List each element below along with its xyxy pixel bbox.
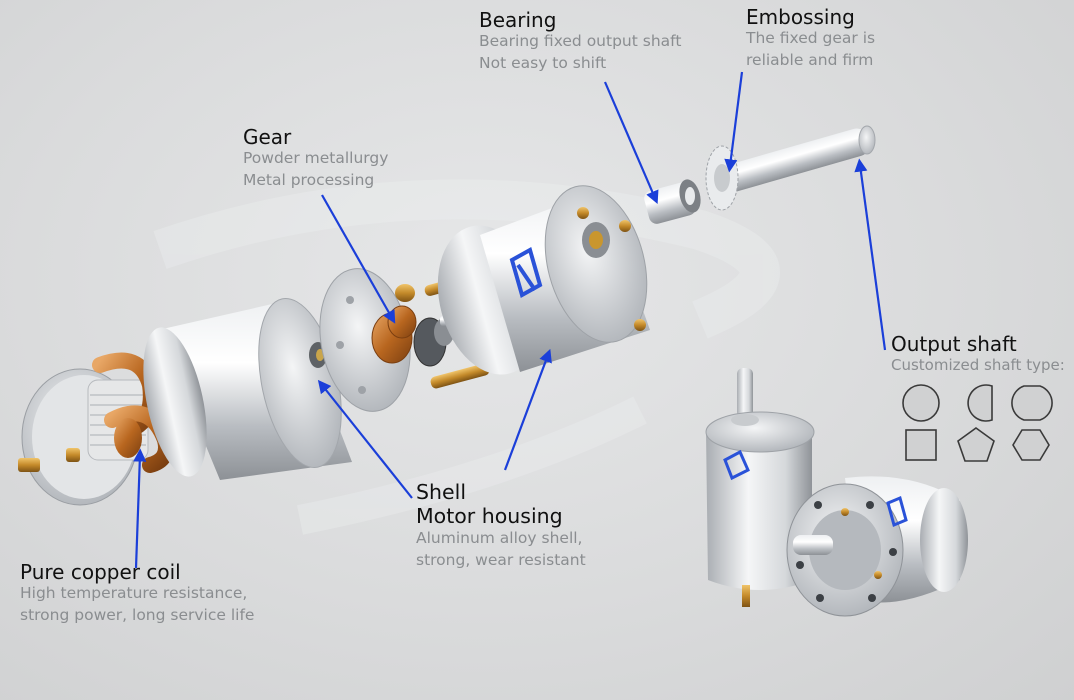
bearing-callout: Bearing Bearing fixed output shaft Not e… xyxy=(479,9,681,74)
embossing-desc-line-1: The fixed gear is xyxy=(746,29,876,47)
coil-desc-line-1: High temperature resistance, xyxy=(20,584,248,602)
output-shaft-callout: Output shaft Customized shaft type: xyxy=(891,333,1065,376)
output-shaft-desc: Customized shaft type: xyxy=(891,356,1065,374)
coil-title: Pure copper coil xyxy=(20,560,181,584)
double-flat-shaft-icon xyxy=(1011,385,1053,421)
embossing-pointer xyxy=(724,71,744,173)
copper-coil xyxy=(87,352,174,473)
gear-pointer xyxy=(321,194,396,324)
shell-pointer-a xyxy=(317,379,413,499)
round-shaft-icon xyxy=(902,384,940,422)
embossing-desc-line-2: reliable and firm xyxy=(746,50,874,69)
hexagon-shaft-icon xyxy=(1012,429,1050,461)
bearing-pointer xyxy=(603,81,659,205)
shell-desc-line-1: Aluminum alloy shell, xyxy=(416,529,583,548)
gearbox-housing xyxy=(437,185,650,375)
coil-callout: Pure copper coil High temperature resist… xyxy=(20,561,254,626)
shaft-type-icons xyxy=(902,384,1053,462)
coil-pointer xyxy=(133,448,147,569)
output-shaft xyxy=(705,125,876,211)
assembled-motor-upright xyxy=(705,368,815,607)
motor-housing-title: Motor housing xyxy=(416,504,563,529)
embossing-callout: Embossing The fixed gear is reliable and… xyxy=(746,6,875,71)
square-shaft-icon xyxy=(905,429,937,461)
pointer-lines xyxy=(133,71,887,569)
gear-desc-line-2: Metal processing xyxy=(243,170,375,189)
gear-callout: Gear Powder metallurgy Metal processing xyxy=(243,126,388,191)
shell-desc-line-2: strong, wear resistant xyxy=(416,551,586,570)
shell-callout: Shell Motor housing Aluminum alloy shell… xyxy=(416,480,586,572)
coil-desc-line-2: strong power, long service life xyxy=(20,605,255,624)
embossing-title: Embossing xyxy=(746,5,855,29)
shell-title: Shell xyxy=(416,480,467,504)
bearing-desc-line-2: Not easy to shift xyxy=(479,53,607,72)
gear-desc-line-1: Powder metallurgy xyxy=(243,149,389,167)
brand-logo xyxy=(509,247,543,298)
single-flat-shaft-icon xyxy=(967,384,993,422)
shell-pointer-b xyxy=(503,348,552,471)
pentagon-shaft-icon xyxy=(957,427,995,462)
gear-set xyxy=(371,284,470,367)
bearing-desc-line-1: Bearing fixed output shaft xyxy=(479,32,682,50)
bearing-title: Bearing xyxy=(479,8,557,32)
gear-title: Gear xyxy=(243,125,292,149)
assembled-motor-side xyxy=(786,476,968,617)
output-shaft-pointer xyxy=(854,158,887,351)
output-shaft-title: Output shaft xyxy=(891,332,1017,356)
